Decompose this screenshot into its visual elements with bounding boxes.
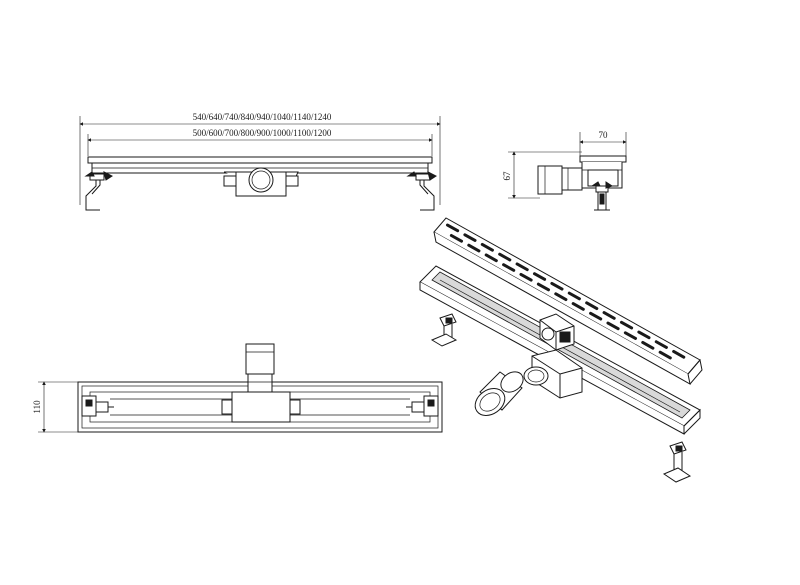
grate-slot: [672, 349, 686, 359]
inner-length-label: 500/600/700/800/900/1000/1100/1200: [193, 128, 332, 138]
grate-slot: [463, 233, 477, 242]
side-width-label: 70: [599, 130, 609, 140]
left-support-leg: [84, 171, 113, 211]
iso-grate: [433, 217, 703, 385]
grate-slot: [445, 223, 460, 233]
iso-right-leg: [662, 441, 692, 483]
plan-right-clip: [406, 395, 439, 417]
plan-outlet-pipe: [247, 373, 273, 393]
grate-slot: [619, 320, 634, 330]
iso-outlet-pipe: [474, 349, 583, 416]
side-grate: [579, 155, 627, 163]
grate-slot: [502, 263, 516, 272]
iso-outlet-box: [539, 313, 575, 351]
grate-profile: [87, 156, 433, 164]
grate-slots: [445, 223, 686, 360]
grate-slot: [480, 242, 494, 252]
plan-width-label: 110: [32, 400, 42, 414]
grate-slot: [467, 243, 481, 253]
grate-slot: [532, 272, 547, 281]
grate-slot: [515, 262, 529, 272]
grate-slot: [567, 291, 581, 301]
iso-left-leg: [430, 313, 458, 347]
grate-slot: [637, 330, 651, 340]
plan-outlet-box: [231, 391, 291, 423]
plan-left-clip: [81, 395, 114, 417]
grate-slot: [554, 292, 568, 302]
grate-slot: [602, 311, 616, 320]
grate-slot: [606, 321, 620, 331]
front-view: 540/640/740/840/940/1040/1140/1240 500/6…: [79, 112, 441, 211]
grate-slot: [585, 301, 599, 311]
grate-slot: [641, 340, 655, 350]
side-height-label: 67: [502, 171, 512, 181]
outlet-pipe-circle: [248, 167, 274, 193]
right-support-leg: [406, 171, 437, 211]
grate-slot: [449, 234, 464, 243]
outer-length-label: 540/640/740/840/940/1040/1140/1240: [193, 112, 332, 122]
grate-slot: [589, 311, 603, 321]
grate-slot: [498, 252, 512, 262]
grate-slot: [658, 350, 672, 360]
grate-slot: [536, 282, 551, 292]
grate-slot: [484, 253, 498, 263]
isometric-view: [419, 217, 703, 483]
grate-slot: [519, 272, 533, 282]
grate-slot: [571, 302, 585, 311]
side-support-leg: [590, 181, 614, 211]
grate-slot: [623, 331, 638, 340]
plan-view: 110: [32, 343, 443, 433]
side-view: 70 67: [502, 130, 627, 211]
grate-slot: [550, 281, 564, 291]
side-outlet-pipe: [537, 165, 563, 195]
grate-slot: [654, 340, 668, 349]
